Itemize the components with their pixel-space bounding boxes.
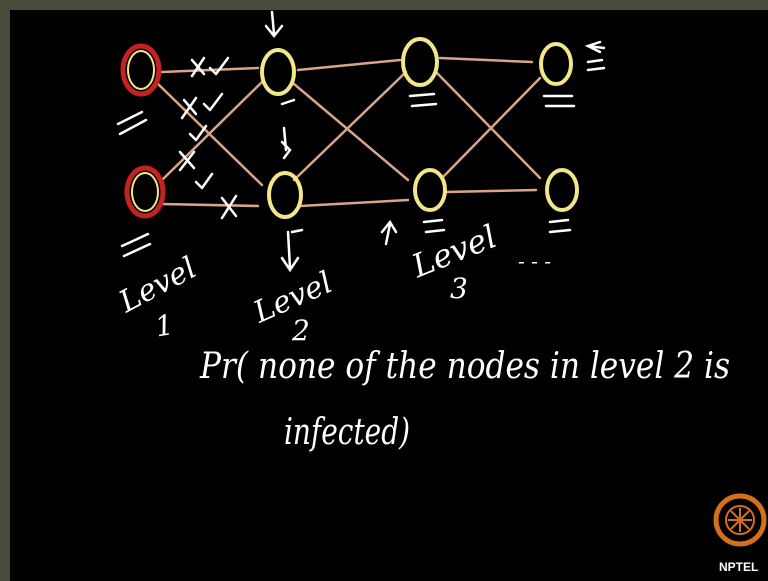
scribble-mark xyxy=(280,126,292,160)
edge-l3b-l4a xyxy=(442,76,542,178)
node-level1-bottom xyxy=(124,165,166,219)
edge-l1b-l2b xyxy=(160,202,260,208)
edge-l1b-l2a xyxy=(158,80,264,184)
continuation-ellipsis: - - - xyxy=(518,249,551,273)
edges xyxy=(156,56,542,208)
question: Pr( none of the nodes in level 2 is infe… xyxy=(199,346,730,453)
edge-l2a-l3b xyxy=(292,82,410,182)
edge-l3a-l4a xyxy=(438,56,534,64)
down-arrow xyxy=(280,230,300,273)
underline-mark xyxy=(290,228,304,234)
level2-number: 2 xyxy=(291,314,310,347)
tick-mark xyxy=(194,172,214,190)
double-underline xyxy=(586,58,606,72)
level-4-nodes xyxy=(539,42,579,212)
edge-marks xyxy=(178,56,238,220)
nptel-logo-icon xyxy=(713,493,767,547)
double-underline xyxy=(542,94,576,108)
annotation-strokes xyxy=(116,10,606,273)
cross-mark xyxy=(180,96,198,120)
double-underline xyxy=(422,218,446,234)
cross-mark xyxy=(190,56,206,78)
underline-mark xyxy=(280,98,296,106)
node-level2-bottom xyxy=(267,171,303,219)
node-level1-top-inner xyxy=(127,50,155,90)
down-arrow xyxy=(264,10,284,39)
node-level3-bottom xyxy=(413,168,447,212)
double-underline xyxy=(548,218,572,234)
level-3-nodes xyxy=(401,37,447,212)
node-level3-top xyxy=(401,37,439,87)
nptel-logo: NPTEL xyxy=(713,493,767,574)
edge-l3a-l4b xyxy=(434,70,542,180)
cross-mark xyxy=(178,150,196,172)
tick-mark xyxy=(188,124,208,142)
level3-number: 3 xyxy=(450,272,468,305)
double-underline xyxy=(408,92,438,108)
nptel-label: NPTEL xyxy=(719,560,758,574)
double-underline xyxy=(116,110,148,136)
node-level4-bottom xyxy=(545,168,579,212)
edge-l3b-l4b xyxy=(444,188,538,194)
blackboard xyxy=(10,10,768,581)
edge-l2b-l3b xyxy=(298,198,410,208)
tick-mark xyxy=(208,56,230,76)
cross-mark xyxy=(220,194,238,220)
double-underline xyxy=(120,232,152,258)
tick-mark xyxy=(202,92,224,112)
edge-l2b-l3a xyxy=(292,70,408,182)
level-1-nodes xyxy=(120,43,166,219)
left-arrow xyxy=(584,40,606,54)
up-arrow xyxy=(380,219,398,246)
level1-number: 1 xyxy=(153,308,176,344)
node-level1-top xyxy=(120,43,162,97)
edge-l1a-l2a xyxy=(160,66,260,74)
node-level2-top xyxy=(260,48,296,96)
edge-l2a-l3a xyxy=(296,58,402,72)
node-level1-bottom-inner xyxy=(131,172,159,212)
question-line-1: Pr( none of the nodes in level 2 is xyxy=(199,346,730,387)
node-level4-top xyxy=(539,42,573,86)
level-2-nodes xyxy=(260,48,303,219)
question-line-2: infected) xyxy=(284,412,410,453)
level-labels: Level 1 Level 2 Level 3 - - - xyxy=(113,217,552,347)
